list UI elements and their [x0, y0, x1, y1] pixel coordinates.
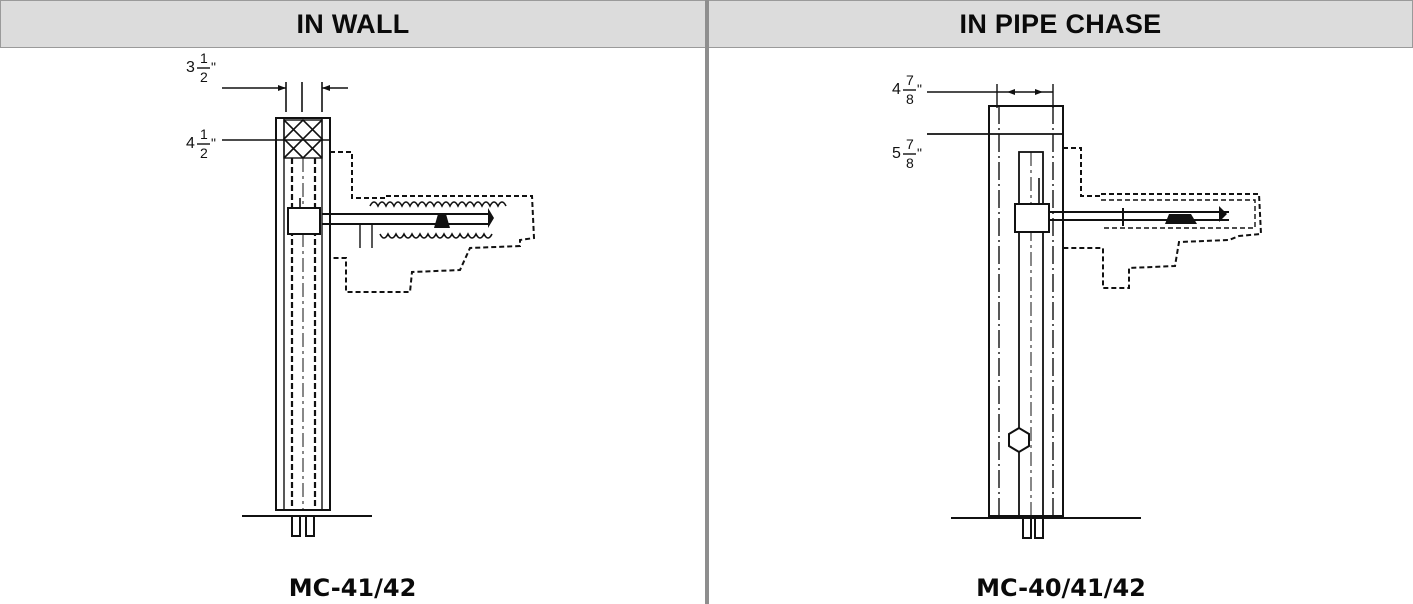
pipe-chase-section	[988, 105, 1064, 517]
svg-text:5: 5	[892, 145, 901, 162]
svg-text:7: 7	[906, 136, 914, 152]
svg-text:4: 4	[186, 135, 195, 152]
panel-header-in-pipe-chase: IN PIPE CHASE	[709, 0, 1413, 48]
svg-text:1: 1	[200, 50, 208, 66]
svg-text:2: 2	[200, 69, 208, 85]
panel-divider	[705, 0, 709, 604]
wall-section	[275, 117, 331, 511]
svg-text:8: 8	[906, 155, 914, 171]
panel-header-in-wall: IN WALL	[0, 0, 705, 48]
svg-text:7: 7	[906, 72, 914, 88]
panel-in-wall: IN WALL 3 1 2 " 4 1 2 "	[0, 0, 705, 604]
lavatory-outline	[1049, 147, 1263, 289]
in-wall-drawing: 3 1 2 " 4 1 2 "	[186, 50, 536, 537]
floor-line	[951, 517, 1141, 539]
floor-line	[242, 515, 372, 537]
svg-text:3: 3	[186, 59, 195, 76]
svg-text:": "	[211, 135, 216, 151]
model-label-in-wall: MC-41/42	[288, 574, 417, 602]
dimension-top: 3 1 2 "	[186, 50, 348, 112]
svg-text:": "	[211, 59, 216, 75]
dimension-top: 4 7 8 "	[892, 72, 1054, 108]
svg-text:2: 2	[200, 145, 208, 161]
svg-text:": "	[917, 145, 922, 161]
panel-in-pipe-chase: IN PIPE CHASE 4 7 8 " 5 7 8 "	[709, 0, 1413, 604]
svg-text:4: 4	[892, 81, 901, 98]
lavatory-outline	[322, 151, 536, 293]
svg-text:8: 8	[906, 91, 914, 107]
svg-text:": "	[917, 81, 922, 97]
model-label-in-pipe-chase: MC-40/41/42	[976, 574, 1146, 602]
in-pipe-chase-drawing: 4 7 8 " 5 7 8 "	[892, 72, 1263, 539]
svg-text:1: 1	[200, 126, 208, 142]
dimension-chase-width: 5 7 8 "	[892, 133, 1063, 171]
